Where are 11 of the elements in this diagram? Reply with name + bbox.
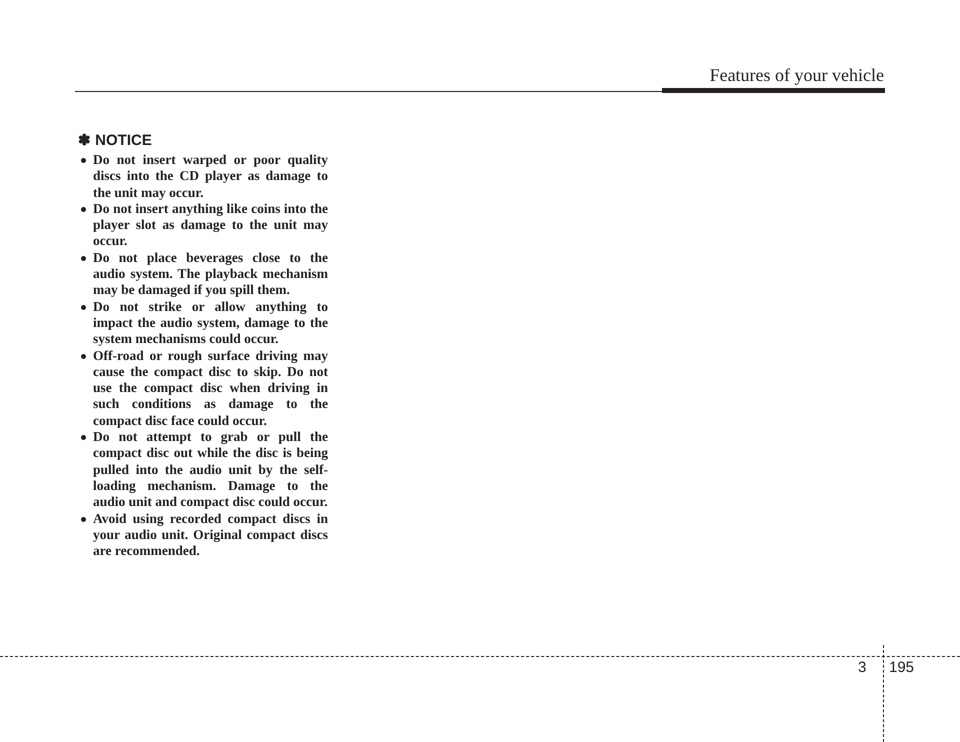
- page-header-title: Features of your vehicle: [710, 64, 884, 86]
- page-number: 195: [889, 659, 914, 677]
- notice-item: Do not place beverages close to the audio system. The playback mechanism may be damaged if you spill them.: [93, 250, 328, 299]
- notice-item: Off-road or rough surface driving may cause the compact disc to skip. Do not use the compact disc when driving in such conditions as damage to the compact disc face could occur.: [93, 348, 328, 430]
- chapter-number: 3: [858, 659, 866, 677]
- notice-item: Do not attempt to grab or pull the compact disc out while the disc is being pulled into the audio unit by the self-loading mechanism. Damage to the audio unit and compact disc could occur.: [93, 429, 328, 511]
- notice-heading: ✽ NOTICE: [78, 132, 152, 150]
- notice-item: Avoid using recorded compact discs in your audio unit. Original compact discs are recommended.: [93, 510, 328, 560]
- notice-item: Do not strike or allow anything to impact the audio system, damage to the system mechanisms could occur.: [93, 298, 328, 348]
- notice-item: Do not insert anything like coins into the player slot as damage to the unit may occur.: [93, 200, 328, 250]
- notice-item: Do not insert warped or poor quality discs into the CD player as damage to the unit may occur.: [93, 152, 328, 201]
